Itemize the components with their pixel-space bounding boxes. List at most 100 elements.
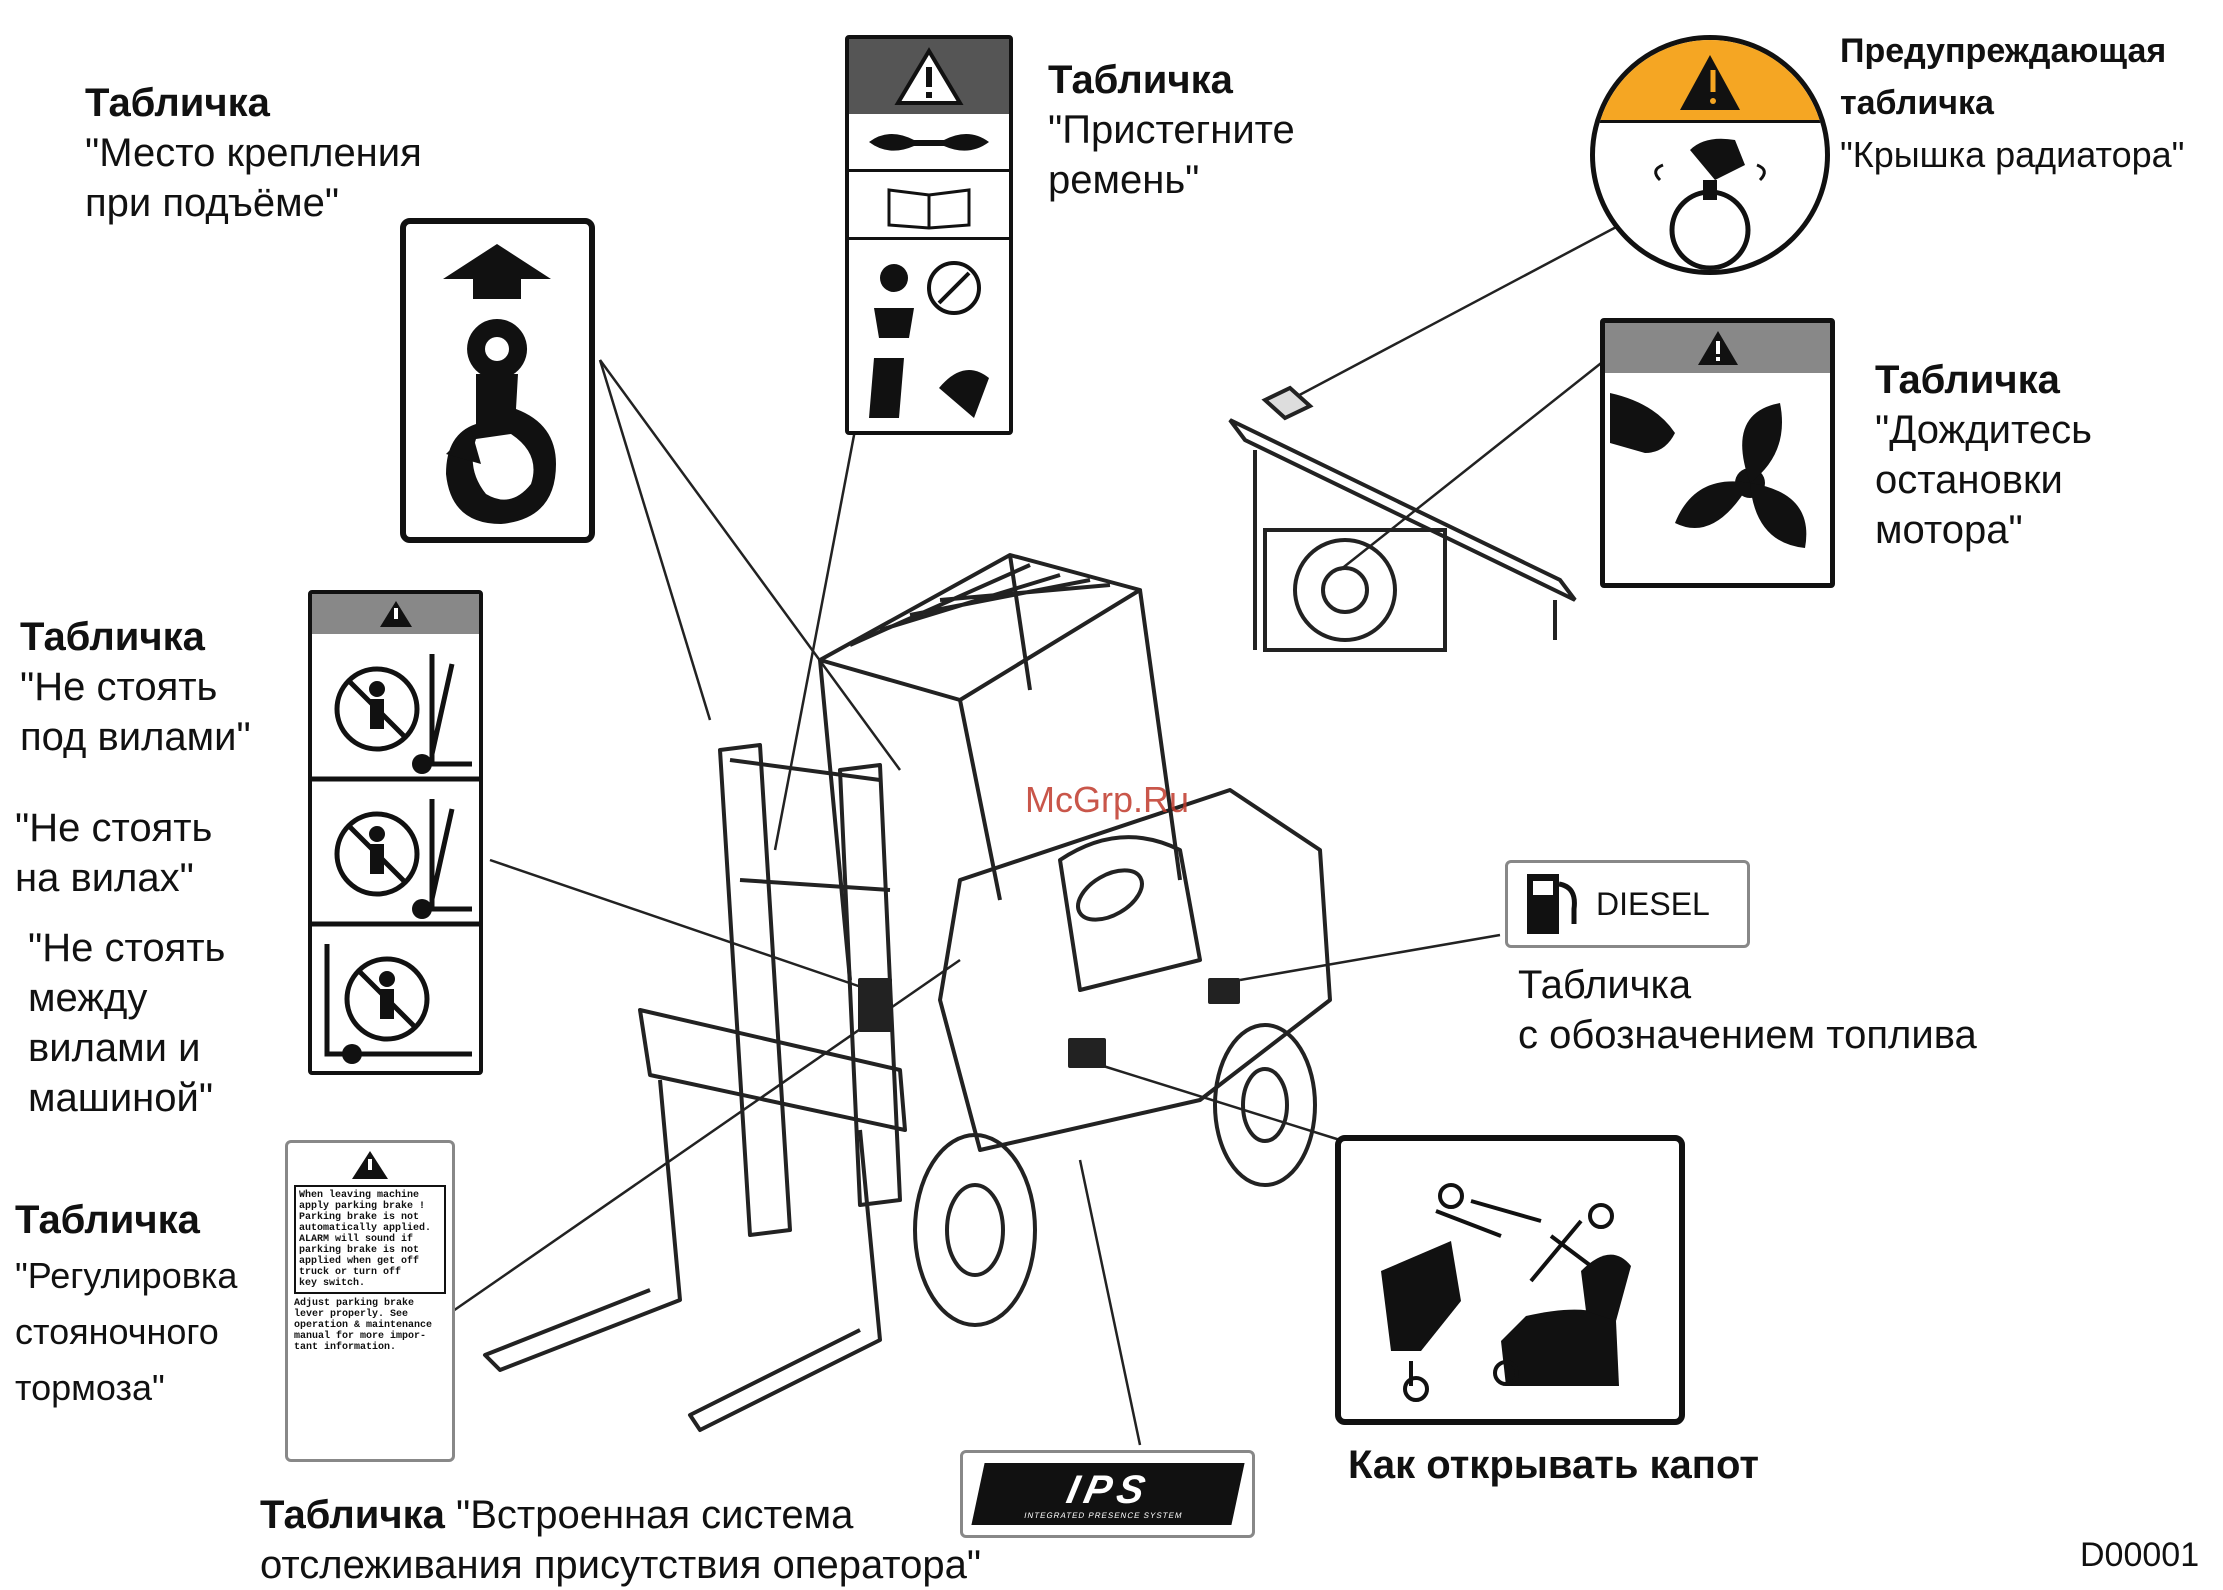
plate-text: When leaving machine (299, 1190, 420, 1201)
label-line: "Не стоять (28, 926, 226, 970)
plate-text: ALARM will sound if (299, 1234, 414, 1245)
plate-parking-brake: When leaving machine apply parking brake… (285, 1140, 455, 1462)
warning-triangle-icon (352, 1151, 388, 1179)
parking-text-notes: Adjust parking brake lever properly. See… (294, 1298, 446, 1353)
label-lift-point: Табличка "Место крепления при подъёме" (85, 78, 422, 228)
belt-icon-row (849, 114, 1009, 172)
plate-text: key switch. (299, 1278, 366, 1289)
label-line: при подъёме" (85, 181, 340, 225)
label-title: Табличка (1048, 58, 1233, 102)
ips-text: IPS (1062, 1467, 1155, 1512)
plate-forks (308, 590, 483, 1075)
plate-fan (1600, 318, 1835, 588)
plate-text: operation & maintenance (294, 1320, 433, 1331)
label-title: Табличка (20, 615, 205, 659)
ips-logo: IPS INTEGRATED PRESENCE SYSTEM (970, 1463, 1245, 1525)
watermark: McGrp.Ru (1025, 779, 1190, 820)
plate-text: Adjust parking brake (294, 1298, 415, 1309)
label-line: "Не стоять (15, 806, 213, 850)
plate-text: automatically applied. (299, 1223, 432, 1234)
label-line: под вилами" (20, 715, 251, 759)
fan-hand-icon (1610, 393, 1807, 548)
book-icon (887, 187, 971, 230)
label-line: между (28, 976, 148, 1020)
fuel-pump-icon (1527, 874, 1577, 934)
leader-line (1099, 1063, 1341, 1142)
plate-seat-belt (845, 35, 1013, 435)
leader-line (489, 858, 871, 992)
plate-ips: IPS INTEGRATED PRESENCE SYSTEM (960, 1450, 1255, 1538)
plate-text: applied when get off (299, 1256, 420, 1267)
warning-triangle-icon (1697, 331, 1738, 365)
label-line: "Место крепления (85, 131, 422, 175)
label-parking: Табличка "Регулировка стояночного тормоз… (15, 1192, 237, 1416)
warning-header (849, 39, 1009, 114)
seat-belt-icon (869, 133, 989, 151)
label-radiator: Предупреждающая табличка "Крышка радиато… (1840, 25, 2184, 181)
warning-header (1605, 323, 1830, 373)
ips-subtext: INTEGRATED PRESENCE SYSTEM (1022, 1510, 1184, 1520)
leader-line (1289, 223, 1621, 402)
plate-radiator-cap (1590, 35, 1830, 275)
label-title: Предупреждающая (1840, 32, 2167, 70)
leader-line (598, 359, 712, 721)
label-fan: Табличка "Дождитесь остановки мотора" (1875, 355, 2092, 555)
plate-text: lever properly. See (294, 1309, 409, 1320)
leader-line (1078, 1159, 1142, 1446)
label-line: ремень" (1048, 158, 1200, 202)
label-forks-3: "Не стоять между вилами и машиной" (28, 923, 225, 1123)
label-line: стояночного (15, 1311, 219, 1352)
label-line: "Не стоять (20, 665, 218, 709)
label-title: табличка (1840, 84, 1994, 122)
doc-code: D00001 (2080, 1536, 2200, 1574)
label-line: вилами и (28, 1026, 201, 1070)
label-line: мотора" (1875, 508, 2023, 552)
label-forks: Табличка "Не стоять под вилами" (20, 612, 251, 762)
label-fuel: Табличка с обозначением топлива (1518, 960, 1977, 1060)
label-title: Табличка (260, 1493, 445, 1537)
plate-diesel: DIESEL (1505, 860, 1750, 948)
rollover-icon (869, 260, 989, 418)
label-line: тормоза" (15, 1367, 165, 1408)
label-forks-2: "Не стоять на вилах" (15, 803, 212, 903)
leader-line (1239, 933, 1501, 982)
plate-lift-hook (400, 218, 595, 543)
label-seat-belt: Табличка "Пристегните ремень" (1048, 55, 1295, 205)
radiator-cap-icon (1595, 55, 1825, 270)
label-line: "Пристегните (1048, 108, 1295, 152)
plate-text: apply parking brake ! (299, 1201, 426, 1212)
diesel-text: DIESEL (1596, 885, 1710, 922)
label-line: "Встроенная система (456, 1493, 854, 1537)
label-line: с обозначением топлива (1518, 1013, 1977, 1057)
plate-text: tant information. (294, 1342, 397, 1353)
hood-opening-icon (1381, 1183, 1631, 1402)
label-title: Как открывать капот (1348, 1443, 1759, 1487)
leader-line (1339, 359, 1606, 571)
label-line: на вилах" (15, 856, 194, 900)
leader-line (598, 359, 902, 771)
leader-line (773, 429, 857, 851)
label-title: Табличка (15, 1198, 200, 1242)
plate-text: truck or turn off (299, 1267, 402, 1278)
plate-text: parking brake is not (299, 1245, 420, 1256)
label-line: машиной" (28, 1076, 214, 1120)
parking-text-box: When leaving machine apply parking brake… (294, 1185, 446, 1294)
plate-hood-opening (1335, 1135, 1685, 1425)
warning-triangle-icon (379, 601, 412, 627)
label-ips: Табличка "Встроенная система отслеживани… (260, 1490, 981, 1590)
label-hood: Как открывать капот (1348, 1440, 1759, 1490)
hook-icon (443, 244, 556, 524)
warning-triangle-icon (894, 46, 964, 105)
label-line: "Регулировка (15, 1255, 238, 1296)
rollover-icon-row (849, 240, 1009, 435)
warning-header (312, 594, 479, 634)
plate-text: manual for more impor- (294, 1331, 427, 1342)
no-standing-icons (312, 654, 479, 1064)
label-line: "Дождитесь (1875, 408, 2092, 452)
manual-icon-row (849, 172, 1009, 240)
label-line: остановки (1875, 458, 2063, 502)
label-title: Табличка (85, 81, 270, 125)
label-line: "Крышка радиатора" (1840, 134, 2185, 175)
label-title: Табличка (1875, 358, 2060, 402)
